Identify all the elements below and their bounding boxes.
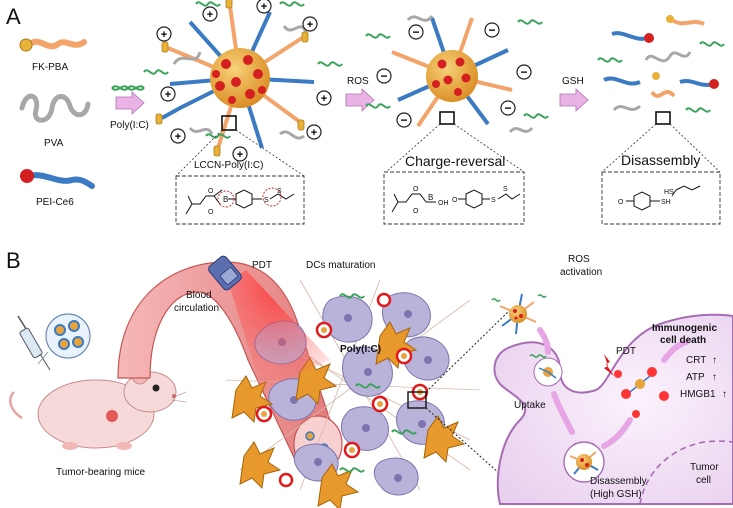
marker-crt: CRT ↑ (686, 355, 717, 366)
svg-text:−: − (504, 101, 511, 115)
zoom-lines-2 (385, 123, 525, 173)
svg-text:O: O (208, 188, 214, 195)
tissue-polyic-label: Poly(I:C) (340, 344, 381, 355)
panel-a-letter: A (6, 4, 21, 29)
step2-arrow (345, 88, 375, 112)
pei-ce6-label: PEI-Ce6 (36, 197, 74, 208)
step3-label: GSH (562, 76, 584, 87)
disassembled-fragments (597, 15, 725, 125)
uptake-label: Uptake (514, 400, 546, 411)
tumor-cell-label-1: Tumor (690, 462, 719, 473)
ros-activated-nanoparticle (491, 293, 547, 335)
svg-text:+: + (207, 9, 213, 21)
mice-label: Tumor-bearing mice (56, 467, 146, 478)
marker-atp: ATP ↑ (686, 372, 717, 383)
svg-text:+: + (321, 93, 327, 105)
dc-maturation-label: DCs maturation (306, 260, 375, 271)
ros-activation-label-2: activation (560, 267, 602, 278)
syringe-icon (17, 315, 51, 371)
svg-text:↑: ↑ (712, 372, 717, 383)
lccn-nanoparticle: + + + + + + + + + (143, 0, 343, 162)
svg-text:+: + (165, 89, 171, 101)
ros-activation-label-1: ROS (568, 254, 590, 265)
icd-title-1: Immunogenic (652, 323, 717, 334)
tumor-tissue (225, 279, 481, 508)
chem-box-boronate-ester: O O B S S (175, 175, 305, 225)
tumor-cell-label-2: cell (696, 475, 711, 486)
svg-text:+: + (311, 127, 317, 139)
svg-text:OH: OH (438, 200, 449, 207)
svg-text:S: S (503, 186, 508, 193)
marker-hmgb1: HMGB1 ↑ (680, 389, 727, 400)
nanoparticle-solution-bubble (37, 313, 91, 365)
panel-b-letter: B (6, 248, 21, 273)
charge-reversal-label: Charge-reversal (405, 153, 505, 169)
tumor-cell (493, 313, 733, 505)
chem-box-charge-reversal: O O B OH O S S (383, 171, 525, 225)
svg-text:B: B (428, 193, 433, 202)
pei-ce6-icon (20, 169, 95, 189)
disassembly-gsh-label-1: Disassembly (590, 476, 647, 487)
svg-text:S: S (264, 197, 269, 204)
svg-text:−: − (380, 69, 387, 83)
svg-text:CRT: CRT (686, 355, 706, 366)
svg-text:ATP: ATP (686, 372, 705, 383)
svg-text:O: O (452, 197, 458, 204)
step2-label: ROS (347, 76, 369, 87)
icd-title-2: cell death (660, 335, 706, 346)
mouse-illustration (9, 359, 187, 450)
svg-text:+: + (161, 29, 167, 41)
svg-text:B: B (223, 195, 228, 204)
cell-pdt-label: PDT (616, 346, 636, 357)
svg-text:−: − (412, 25, 419, 39)
svg-text:+: + (175, 131, 181, 143)
svg-text:+: + (307, 19, 313, 31)
zoom-lines-3 (601, 123, 721, 173)
zoom-lines-1 (175, 129, 305, 177)
blood-label-1: Blood (186, 290, 212, 301)
svg-text:−: − (400, 113, 407, 127)
svg-text:HMGB1: HMGB1 (680, 389, 716, 400)
svg-text:+: + (261, 1, 267, 13)
svg-text:O: O (618, 199, 624, 206)
fk-pba-icon (19, 38, 87, 52)
svg-text:+: + (237, 149, 243, 161)
svg-text:−: − (488, 23, 495, 37)
step1-arrow (115, 91, 145, 115)
zoom-lines-cell (425, 309, 519, 491)
chem-box-thiol: O HS SH (601, 171, 721, 225)
svg-text:↑: ↑ (722, 389, 727, 400)
svg-text:O: O (413, 186, 419, 193)
svg-text:↑: ↑ (712, 355, 717, 366)
svg-text:S: S (491, 197, 496, 204)
icd-markers: CRT ↑ ATP ↑ HMGB1 ↑ (680, 355, 727, 400)
pdt-label: PDT (252, 260, 272, 271)
svg-text:SH: SH (661, 199, 671, 206)
svg-text:HS: HS (664, 189, 674, 196)
svg-text:−: − (520, 65, 527, 79)
pva-label: PVA (44, 138, 64, 149)
svg-text:O: O (413, 208, 419, 215)
step1-label: Poly(I:C) (110, 120, 149, 131)
polyic-dna-icon (111, 85, 145, 91)
svg-text:O: O (208, 209, 214, 216)
fk-pba-label: FK-PBA (32, 62, 68, 73)
blood-label-2: circulation (174, 303, 219, 314)
disassembly-gsh-label-2: (High GSH) (590, 489, 642, 500)
step3-arrow (559, 88, 589, 112)
pva-icon (19, 93, 91, 123)
charge-reversed-nanoparticle: − − − − − − (365, 15, 549, 134)
lccn-label: LCCN-Poly(I:C) (194, 160, 263, 171)
disassembly-label: Disassembly (621, 152, 700, 168)
laser-pdt-icon (208, 255, 330, 390)
